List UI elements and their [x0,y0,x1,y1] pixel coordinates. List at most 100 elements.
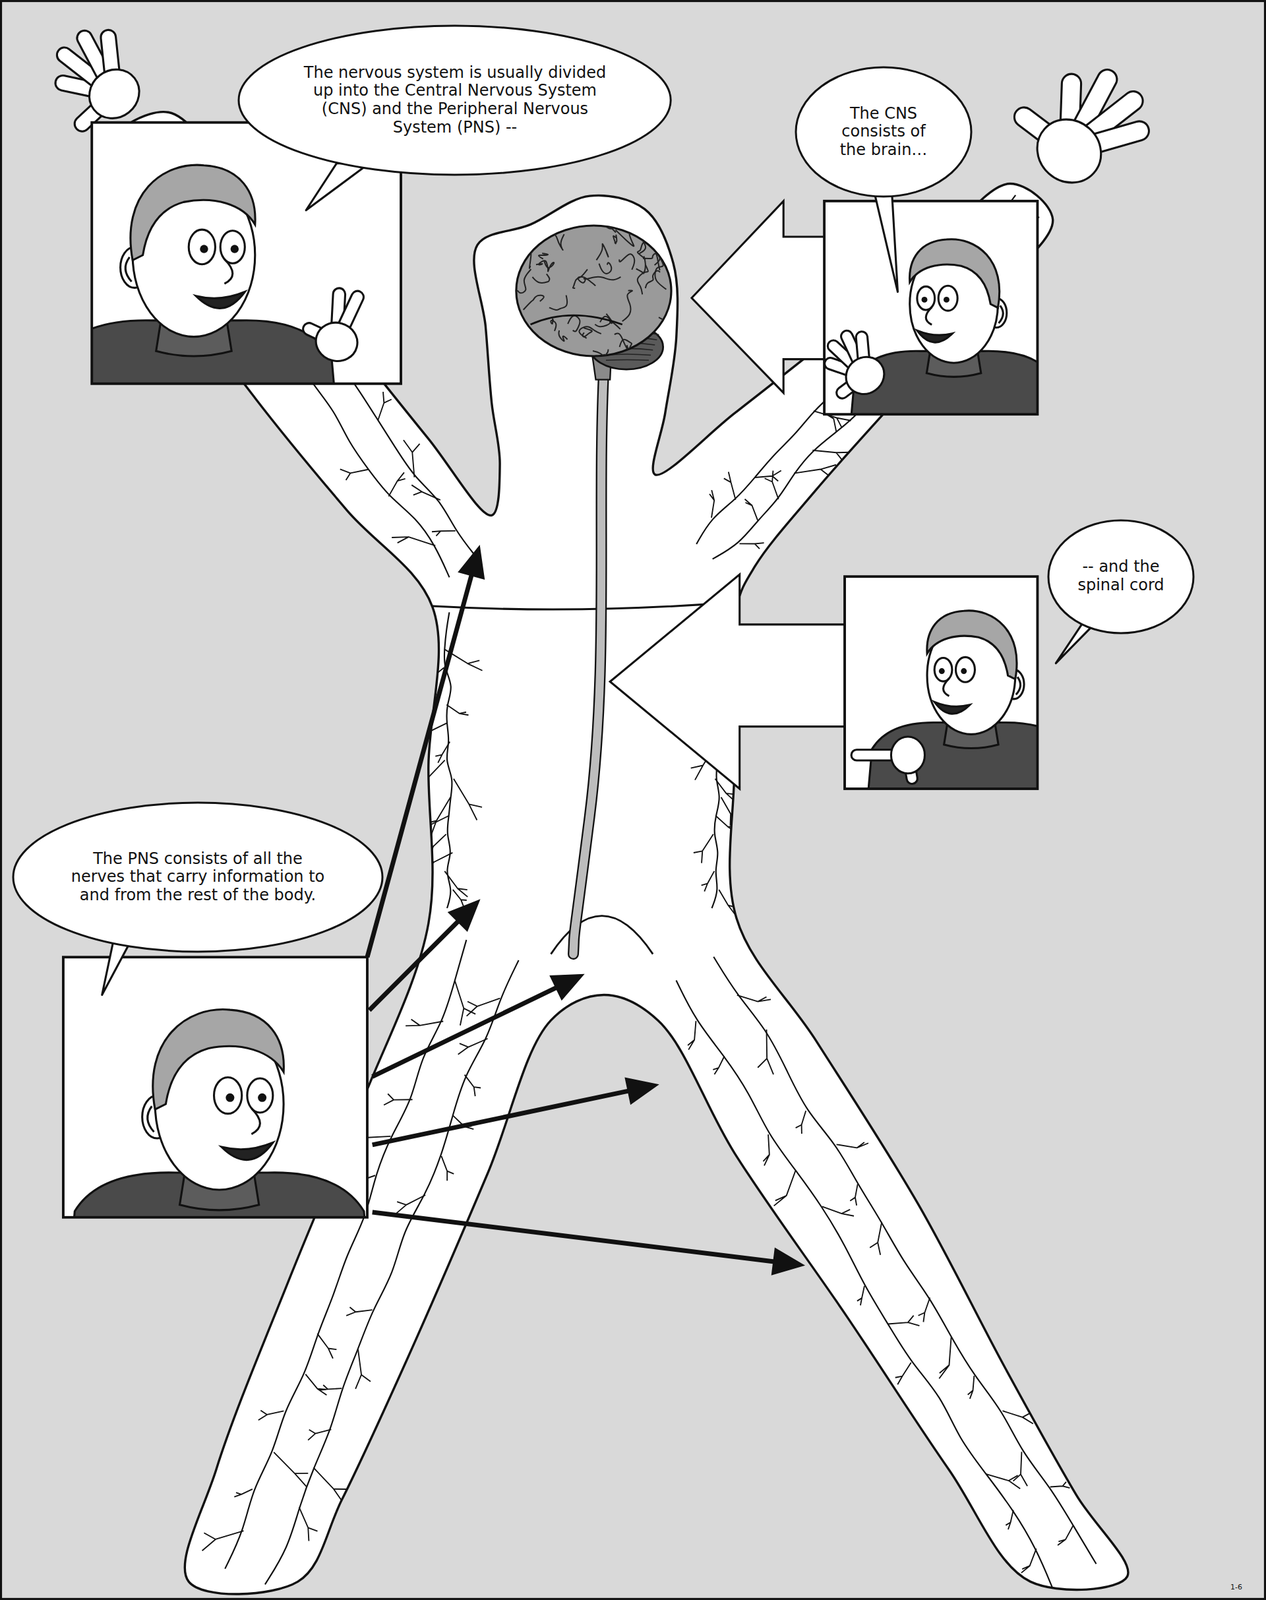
character-figure [63,1009,368,1218]
character [851,610,1038,789]
nerve-branch [869,1221,882,1255]
ear-inner [125,257,132,282]
nerve-branch [757,1029,774,1075]
palm [311,317,362,366]
nerve-branch [411,484,441,500]
speech-bubble: The PNS consists of all the nerves that … [11,801,384,953]
speech-bubble: The nervous system is usually divided up… [237,24,672,177]
temporal-lobe [530,315,623,325]
arrowhead [625,1078,659,1104]
brain-fold [536,260,548,270]
nerve-branch [701,871,715,892]
nerve-branch [454,980,476,1026]
pupil [943,296,950,303]
brain-fold [651,353,675,386]
nerve-branch [849,1183,858,1205]
arrowhead [549,974,584,1000]
nerve-branch [299,1506,318,1541]
pointer-line [369,919,459,1010]
nerve-trunk [675,980,1054,1591]
mouth [934,701,970,714]
nerve-branch [857,1285,865,1305]
nerve-branch [307,1428,332,1440]
nerve-branch [355,1349,371,1389]
nerve-branch [938,1337,951,1379]
brain-fold [494,244,523,254]
brain-fold [518,237,532,246]
eye [917,286,935,310]
brain-fold [538,253,548,260]
bubble-text-block: -- and the spinal cord [1071,557,1171,595]
character [63,1009,368,1218]
nerve-branch [317,1333,337,1359]
nerve-branch [764,470,779,500]
pointing-hand [851,736,925,785]
brain-fold [582,327,593,337]
eye [934,658,953,682]
brain-fold [619,339,632,360]
nerve-branch [435,741,450,763]
pointer-line [367,573,473,958]
nerve-branch [1005,1509,1013,1530]
character [91,164,372,384]
pointer-line [372,1211,776,1262]
brain-fold [548,231,564,250]
nerve-branch [986,1473,1021,1489]
brain-fold [549,295,568,310]
character-figure [91,164,347,384]
nerve-branch [1021,1548,1037,1573]
nerve-branch [822,1205,854,1216]
gesture-hand [296,278,372,366]
page-number: 1-6 [1230,1582,1243,1592]
nerve-branch [895,1362,912,1385]
ear-inner [147,1105,155,1132]
brain-fold [659,208,671,232]
nerve-branch [762,1134,769,1166]
hip-curve [550,915,653,955]
brain-fold [596,243,608,261]
nose [251,1108,260,1135]
palm [79,59,150,128]
nerve-branch [918,1297,931,1323]
eye [247,1078,273,1113]
nerve-branch [812,450,850,461]
nose [224,259,233,284]
speech-bubble: The CNS consists of the brain… [794,65,973,198]
mouth [221,1142,273,1160]
nerve-branch [404,667,444,692]
speech-text: The nervous system is usually divided up… [300,63,610,137]
brain-fold [626,350,639,387]
brain-fold [567,315,580,332]
brain-fold [639,235,649,254]
character [824,239,1038,415]
eye [188,229,215,265]
brain-fold [645,271,661,289]
nerve-branch [453,778,483,821]
brain-fold [509,338,518,349]
brain-fold [636,255,646,273]
brain-fold [665,241,679,258]
nerve-branch [424,852,453,872]
nerve-branch [739,542,764,549]
brain-fold [654,247,667,266]
brain-fold [592,349,608,363]
palm [1024,106,1114,196]
brain-fold [593,219,616,233]
brain-fold [528,249,533,268]
eye [938,285,958,311]
pupil [225,1093,235,1102]
panel-border [824,201,1038,415]
nerve-branch [202,1530,244,1551]
brain-fold [512,269,531,298]
bubble-text-block: The nervous system is usually divided up… [300,63,610,137]
brain-folds [494,206,679,387]
nerve-branch [1057,1525,1073,1545]
eye [955,656,975,682]
arrowhead [772,1248,805,1275]
pupil [938,667,945,674]
nerve-branch [967,1375,975,1399]
nerve-branch [452,889,467,907]
nerve-branch [693,834,714,864]
